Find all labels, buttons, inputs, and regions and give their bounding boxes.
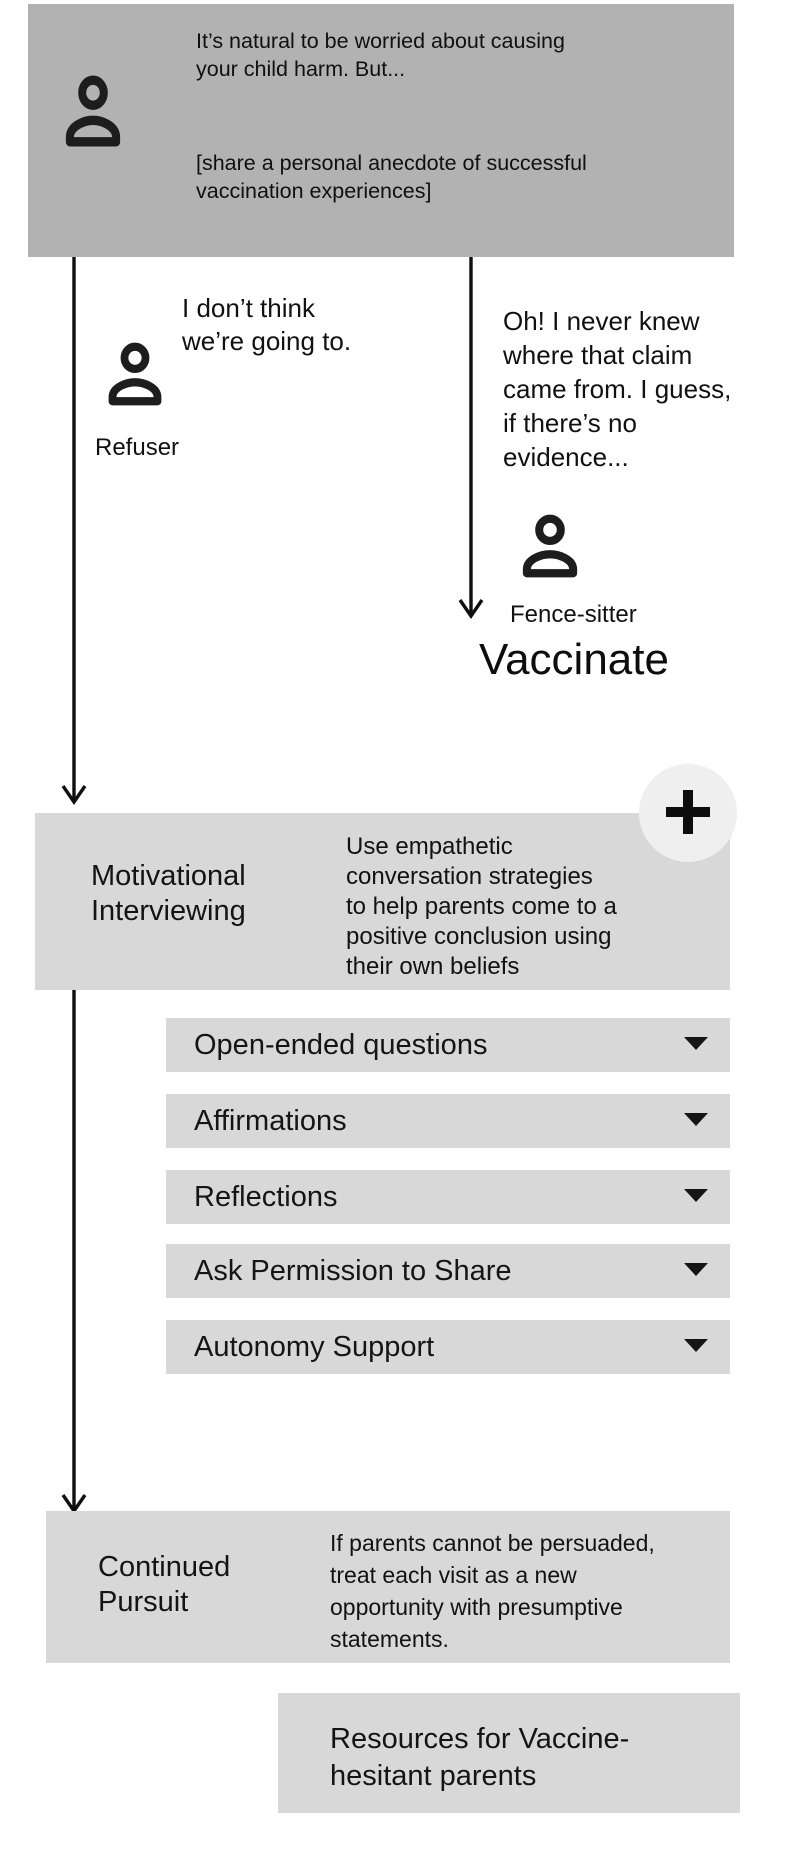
clinician-opening-line: It’s natural to be worried about causing… — [196, 29, 565, 81]
continued-pursuit-title: Continued Pursuit — [98, 1551, 231, 1618]
strategy-row-ask-permission-to-share[interactable]: Ask Permission to Share — [166, 1244, 730, 1298]
vaccinate-outcome: Vaccinate — [479, 635, 669, 684]
strategy-label: Ask Permission to Share — [194, 1254, 512, 1287]
strategy-row-affirmations[interactable]: Affirmations — [166, 1094, 730, 1148]
person-icon — [513, 508, 587, 589]
refuser-quote: I don’t think we’re going to. — [182, 293, 352, 356]
arrow-down-icon — [59, 257, 89, 805]
person-icon — [99, 336, 171, 417]
person-icon — [56, 68, 130, 159]
plus-icon — [665, 789, 711, 838]
chevron-down-icon — [684, 1263, 708, 1281]
refuser-label: Refuser — [95, 434, 180, 461]
fence-sitter-label: Fence-sitter — [510, 601, 637, 628]
motivational-interviewing-description: Use empathetic conversation strategies t… — [346, 833, 617, 980]
arrow-down-icon — [59, 990, 89, 1514]
arrow-down-icon — [456, 257, 486, 619]
strategy-label: Reflections — [194, 1180, 338, 1213]
chevron-down-icon — [684, 1037, 708, 1055]
continued-pursuit-description: If parents cannot be persuaded, treat ea… — [330, 1530, 655, 1652]
clinician-anecdote-note: [share a personal anecdote of successful… — [196, 151, 587, 203]
clinician-message-text: It’s natural to be worried about causing… — [196, 28, 736, 205]
chevron-down-icon — [684, 1339, 708, 1357]
continued-pursuit-card: Continued Pursuit If parents cannot be p… — [46, 1511, 730, 1663]
strategy-label: Autonomy Support — [194, 1330, 435, 1363]
motivational-interviewing-title: Motivational Interviewing — [91, 860, 246, 927]
motivational-interviewing-card: Motivational Interviewing Use empathetic… — [35, 813, 730, 990]
strategy-row-reflections[interactable]: Reflections — [166, 1170, 730, 1224]
clinician-message-card: It’s natural to be worried about causing… — [28, 4, 734, 257]
strategy-row-autonomy-support[interactable]: Autonomy Support — [166, 1320, 730, 1374]
fence-sitter-quote: Oh! I never knew where that claim came f… — [503, 306, 732, 472]
chevron-down-icon — [684, 1189, 708, 1207]
resources-card[interactable]: Resources for Vaccine- hesitant parents — [278, 1693, 740, 1813]
add-button[interactable] — [639, 764, 737, 862]
resources-label: Resources for Vaccine- hesitant parents — [330, 1723, 630, 1792]
strategy-label: Affirmations — [194, 1104, 347, 1137]
strategy-row-open-ended-questions[interactable]: Open-ended questions — [166, 1018, 730, 1072]
strategy-label: Open-ended questions — [194, 1028, 488, 1061]
chevron-down-icon — [684, 1113, 708, 1131]
